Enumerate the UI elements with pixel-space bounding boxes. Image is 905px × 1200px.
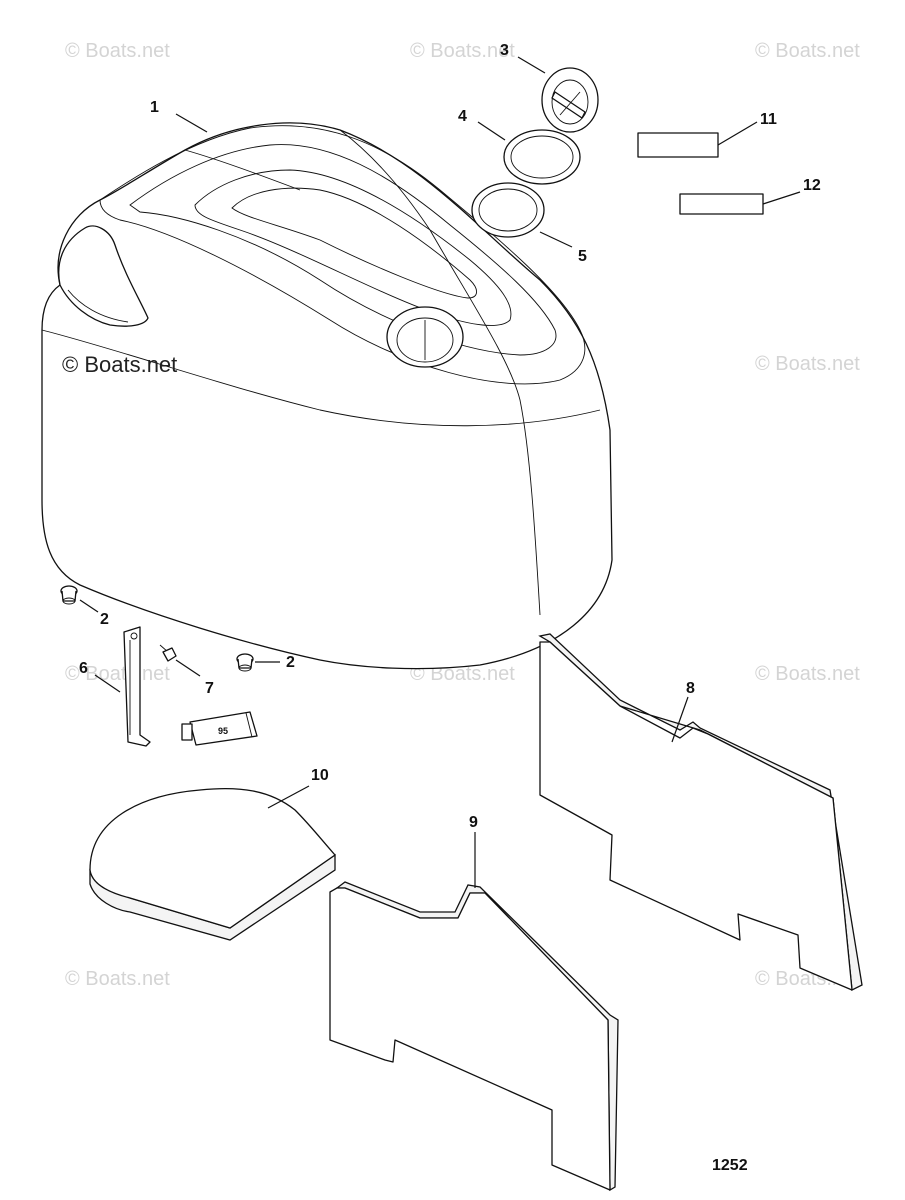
callout-7: 7 bbox=[205, 680, 214, 697]
callout-2: 2 bbox=[286, 654, 295, 671]
foam-pad-part-10 bbox=[89, 788, 336, 941]
watermark: © Boats.net bbox=[755, 353, 860, 375]
callout-10: 10 bbox=[311, 767, 329, 784]
screw-part-7 bbox=[159, 644, 177, 662]
watermark-dark: © Boats.net bbox=[62, 352, 177, 377]
sealant-tube: 95 bbox=[181, 711, 258, 746]
watermark: © Boats.net bbox=[410, 40, 515, 62]
callout-8: 8 bbox=[686, 680, 695, 697]
seal-ring-part-5 bbox=[471, 182, 545, 238]
foam-panel-part-8 bbox=[538, 633, 863, 992]
top-cowl-part-1 bbox=[41, 122, 613, 670]
cap-part-3 bbox=[541, 67, 599, 133]
foam-panel-part-9 bbox=[329, 881, 619, 1192]
watermark: © Boats.net bbox=[65, 968, 170, 990]
watermark: © Boats.net bbox=[65, 663, 170, 685]
callout-11: 11 bbox=[760, 111, 777, 128]
bracket-part-6 bbox=[123, 626, 151, 747]
decal-part-12 bbox=[679, 193, 764, 215]
tube-label: 95 bbox=[218, 726, 228, 736]
watermark: © Boats.net bbox=[755, 40, 860, 62]
callout-1: 1 bbox=[150, 99, 159, 116]
decal-part-11 bbox=[637, 132, 719, 158]
callout-9: 9 bbox=[469, 814, 478, 831]
leader-lines bbox=[79, 56, 801, 888]
callout-12: 12 bbox=[803, 177, 821, 194]
seal-ring-part-4 bbox=[503, 129, 581, 185]
callout-6: 6 bbox=[79, 660, 88, 677]
grommet-part-2-left bbox=[60, 585, 78, 605]
callout-4: 4 bbox=[458, 108, 467, 125]
watermark: © Boats.net bbox=[755, 663, 860, 685]
callout-2: 2 bbox=[100, 611, 109, 628]
diagram-number: 1252 bbox=[712, 1157, 748, 1174]
callout-3: 3 bbox=[500, 42, 509, 59]
callout-5: 5 bbox=[578, 248, 587, 265]
watermark: © Boats.net bbox=[65, 40, 170, 62]
grommet-part-2-right bbox=[236, 653, 254, 672]
